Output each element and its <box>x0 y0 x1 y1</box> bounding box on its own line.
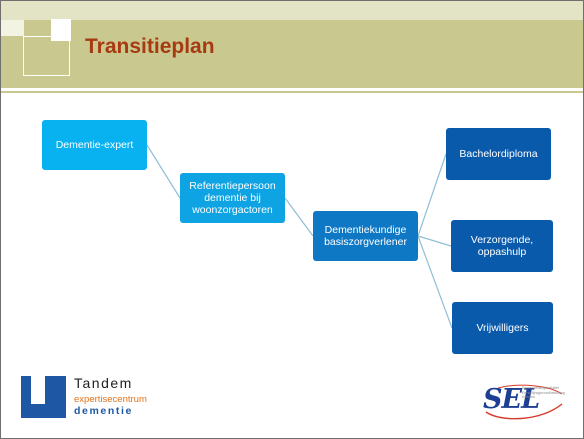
header-top-band <box>1 1 583 20</box>
sel-logo-tagline: Samenwerkingsinitiatief Eerstelijnsgezon… <box>522 386 565 399</box>
tandem-logo-sub2: dementie <box>74 405 133 417</box>
node-referentiepersoon: Referentiepersoon dementie bij woonzorga… <box>180 173 285 223</box>
sel-logo: SEL Samenwerkingsinitiatief Eerstelijnsg… <box>480 382 565 422</box>
title-bar <box>1 20 583 88</box>
node-vrijwilligers: Vrijwilligers <box>452 302 553 354</box>
decor-square <box>1 20 24 36</box>
tandem-logo-notch <box>31 376 45 404</box>
connector-ref-basis <box>284 197 314 237</box>
connector-basis-vrijwilligers <box>417 235 453 329</box>
connector-expert-ref <box>146 144 181 199</box>
node-verzorgende: Verzorgende, oppashulp <box>451 220 553 272</box>
decor-white-block <box>51 19 71 41</box>
tandem-logo-name: Tandem <box>74 375 133 391</box>
decor-outline-square <box>23 36 70 76</box>
node-dementie-expert: Dementie-expert <box>42 120 147 170</box>
title-rule <box>1 91 583 93</box>
node-basiszorgverlener: Dementiekundige basiszorgverlener <box>313 211 418 261</box>
slide-title: Transitieplan <box>85 35 215 58</box>
tandem-logo: Tandem expertisecentrum dementie <box>21 374 161 422</box>
node-bachelordiploma: Bachelordiploma <box>446 128 551 180</box>
sel-logo-swoosh-icon <box>485 384 563 420</box>
connector-basis-bachelor <box>417 153 447 237</box>
tandem-logo-sub1: expertisecentrum <box>74 394 147 405</box>
sel-logo-text: SEL <box>483 384 540 415</box>
connector-basis-verzorgende <box>417 235 452 247</box>
